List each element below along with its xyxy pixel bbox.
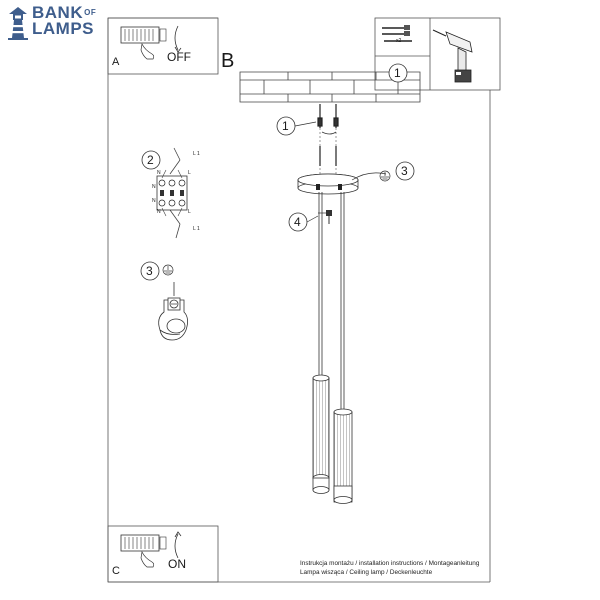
pendant-cables xyxy=(318,192,345,412)
canopy xyxy=(297,173,359,195)
switch-off-icon xyxy=(120,26,167,60)
tools-box xyxy=(374,17,501,91)
panel-c-box xyxy=(107,525,219,583)
callout-circles xyxy=(140,63,415,281)
panel-b-letter: B xyxy=(221,50,235,72)
mains-wires xyxy=(321,131,337,135)
screw-icon xyxy=(382,27,412,42)
terminal-l-bottom: L xyxy=(188,209,191,215)
anchor-icon xyxy=(404,25,410,36)
brand-line2: LAMPS xyxy=(32,19,94,38)
lighthouse-icon xyxy=(8,7,28,40)
callout-ground-top: 3 xyxy=(401,164,408,178)
terminal-l1-top: L 1 xyxy=(193,151,200,157)
brand-logo: BANKOF LAMPS xyxy=(2,2,104,42)
ground-symbol-small xyxy=(162,264,174,276)
screws-count: x2 xyxy=(396,38,402,44)
arrow-up-icon xyxy=(174,533,179,559)
cable-clamp xyxy=(318,210,332,224)
panel-a-switch-label: OFF xyxy=(167,50,191,64)
ground-symbol xyxy=(379,170,391,182)
pendant-shade-left xyxy=(312,374,330,494)
pendant-shade-right xyxy=(333,408,353,504)
brand-wordmark: BANKOF LAMPS xyxy=(32,3,97,38)
terminal-n-mark-top: N xyxy=(152,198,156,204)
panel-c-switch-label: ON xyxy=(168,557,186,571)
ground-terminal-detail xyxy=(158,282,188,341)
terminal-n-mark-bottom: N xyxy=(152,184,156,190)
callout-tools: 1 xyxy=(394,66,401,80)
terminal-n-top: N xyxy=(157,170,161,176)
ceiling-plate xyxy=(239,71,421,103)
footer-caption: Instrukcja montażu / installation instru… xyxy=(300,559,479,577)
terminal-l-top: L xyxy=(188,170,191,176)
footer-line2: Lampa wisząca / Ceiling lamp / Deckenleu… xyxy=(300,569,433,576)
drill-icon xyxy=(432,29,473,83)
callout-clamp: 4 xyxy=(294,215,301,229)
ceiling-screws xyxy=(317,104,339,128)
callout-wiring: 2 xyxy=(147,153,154,167)
brand-line1-small: OF xyxy=(84,8,97,17)
switch-on-icon xyxy=(120,534,167,568)
terminal-block xyxy=(156,147,188,239)
panel-c-letter: C xyxy=(112,565,120,577)
brand-line1: BANK xyxy=(32,3,84,22)
callout-screws: 1 xyxy=(282,119,289,133)
terminal-n-bottom: N xyxy=(157,209,161,215)
arrow-down-icon xyxy=(174,25,179,51)
terminal-l1-bottom: L 1 xyxy=(193,226,200,232)
footer-line1: Instrukcja montażu / installation instru… xyxy=(300,560,480,567)
panel-a-box xyxy=(107,17,219,75)
callout-ground-left: 3 xyxy=(146,264,153,278)
panel-a-letter: A xyxy=(112,56,120,68)
